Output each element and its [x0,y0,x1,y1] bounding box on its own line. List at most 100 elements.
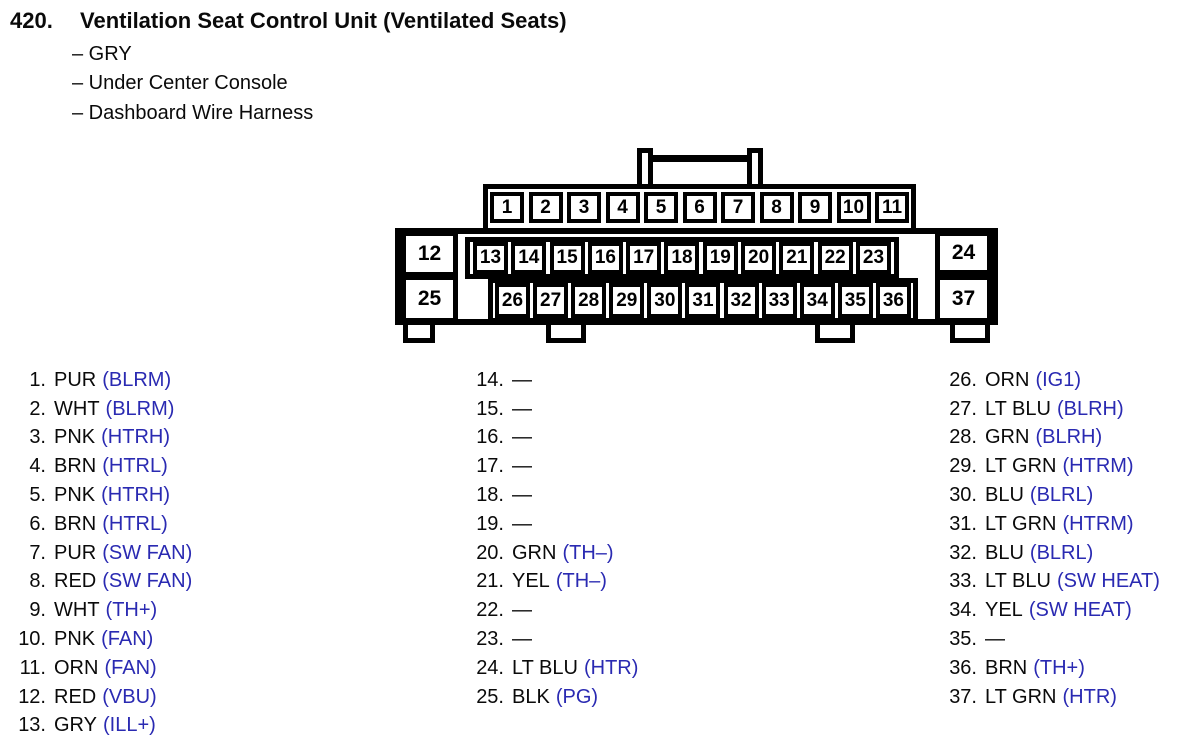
pin-number: 6. [29,512,46,535]
detail-color: – GRY [72,43,132,65]
pin-number: 35. [949,628,977,651]
pin-list-row: 26.ORN(IG1) [941,366,1160,395]
signal-name: (HTRL) [102,512,168,535]
pin-number: 11. [19,656,46,679]
connector-pin-4: 4 [605,192,640,223]
signal-name: (BLRM) [102,368,172,391]
signal-name: (FAN) [101,628,154,651]
signal-name: (SW HEAT) [1028,599,1132,622]
pin-list-row: 11.ORN(FAN) [10,654,192,683]
wire-color: LT BLU [985,397,1051,420]
connector-pin-15: 15 [549,242,585,274]
connector-pin-1: 1 [490,192,524,223]
pin-number: 21. [476,570,504,593]
pin-list-row: 19.— [468,510,638,539]
connector-pin-22: 22 [817,242,853,274]
connector-pin-34: 34 [799,283,835,318]
connector-pin-8: 8 [759,192,794,223]
pin-list-row: 1.PUR(BLRM) [10,366,192,395]
pin-number: 4. [29,455,46,478]
pin-list-row: 15.— [468,395,638,424]
connector-pin-28: 28 [571,283,607,318]
connector-pin-10: 10 [836,192,871,223]
pin-list-row: 29.LT GRN(HTRM) [941,452,1160,481]
signal-name: (HTR) [1062,685,1117,708]
connector-pin-37: 37 [935,275,992,323]
signal-name: (HTR) [583,656,639,679]
pin-list-row: 7.PUR(SW FAN) [10,539,192,568]
wire-color: — [512,599,532,622]
signal-name: (BLRH) [1035,426,1103,449]
wire-color: BRN [54,455,97,478]
wire-color: PUR [54,368,97,391]
signal-name: (BLRL) [1029,541,1094,564]
signal-name: (IG1) [1035,368,1082,391]
pin-number: 15. [476,397,504,420]
signal-name: (TH–) [562,541,614,564]
pin-list-row: 35. — [941,625,1160,654]
wire-color: BRN [54,512,97,535]
pin-number: 36. [949,656,977,679]
pin-number: 26. [949,368,977,391]
pin-list-row: 37.LT GRN(HTR) [941,683,1160,712]
connector-pin-26: 26 [495,283,530,318]
pin-list-row: 34.YEL(SW HEAT) [941,596,1160,625]
pin-number: 29. [949,455,977,478]
connector-pin-36: 36 [875,283,911,318]
wire-color: PNK [54,426,96,449]
wire-color: BLU [985,484,1024,507]
wire-color: LT GRN [985,512,1057,535]
section-number: 420. [10,8,53,33]
connector-pin-18: 18 [664,242,700,274]
pin-list-row: 5.PNK(HTRH) [10,481,192,510]
wire-color: — [985,628,1005,651]
pin-number: 12. [18,685,46,708]
pin-list-row: 3.PNK(HTRH) [10,424,192,453]
signal-name: (VBU) [102,685,157,708]
connector-pin-25: 25 [401,275,458,323]
connector-pin-31: 31 [685,283,721,318]
pin-list-row: 8.RED(SW FAN) [10,568,192,597]
wire-color: — [512,455,532,478]
pin-number: 10. [18,628,46,651]
pin-number: 23. [476,628,504,651]
wire-color: RED [54,570,97,593]
wire-color: PNK [54,628,96,651]
pin-list-row: 12.RED(VBU) [10,683,192,712]
connector-pin-2: 2 [528,192,563,223]
wire-color: ORN [54,656,99,679]
signal-name: (BLRL) [1029,484,1094,507]
pin-number: 27. [949,397,977,420]
connector-pin-12: 12 [401,231,458,277]
wire-color: GRY [54,714,97,737]
connector-pin-11: 11 [875,192,909,223]
pin-list-row: 25.BLK(PG) [468,683,638,712]
wire-color: WHT [54,599,100,622]
wire-color: YEL [985,599,1023,622]
pin-number: 8. [29,570,46,593]
pin-number: 2. [29,397,46,420]
wire-color: WHT [54,397,100,420]
connector-pin-19: 19 [702,242,738,274]
pin-list-row: 24.LT BLU(HTR) [468,654,638,683]
signal-name: (HTRL) [102,455,168,478]
pin-number: 13. [18,714,46,737]
detail-location: – Under Center Console [72,72,288,95]
pin-number: 9. [29,599,46,622]
pin-number: 25. [476,685,504,708]
wire-color: — [512,484,532,507]
pin-list-row: 10. PNK(FAN) [10,625,192,654]
pin-number: 14. [476,368,504,391]
wire-color: LT GRN [985,455,1057,478]
pin-number: 17. [476,455,504,478]
connector-latch-bar [647,155,755,162]
wire-color: GRN [985,426,1030,449]
pin-list-row: 21.YEL(TH–) [468,568,638,597]
connector-pin-29: 29 [609,283,645,318]
connector-pin-24: 24 [935,231,992,275]
connector-pin-16: 16 [587,242,623,274]
